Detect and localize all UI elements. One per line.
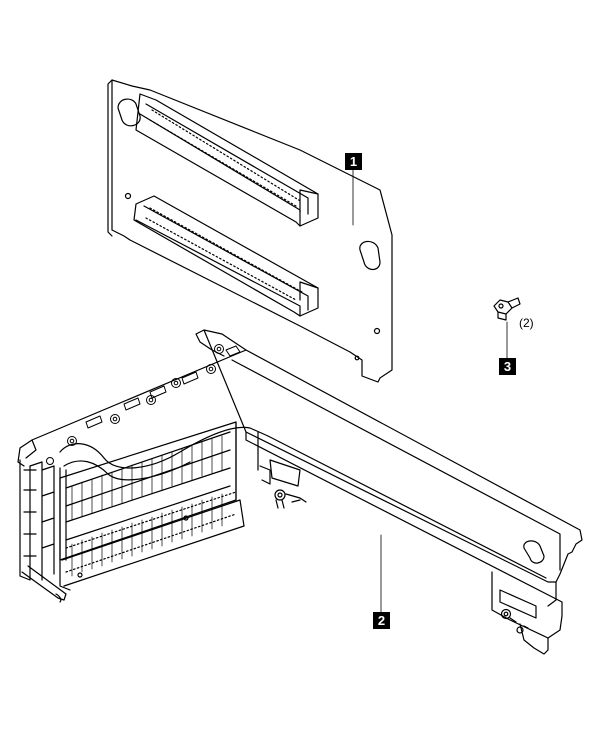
latch-left: [274, 489, 307, 509]
card-hole: [373, 327, 381, 335]
cage-right-bracket: [491, 571, 563, 655]
lower-pcie-slot: [133, 195, 319, 317]
slot-openings: [59, 421, 245, 591]
card-mounting-slot-top: [117, 98, 141, 127]
riser-cage: [17, 329, 583, 655]
flange-slots: [46, 344, 241, 465]
cage-keyhole-slot: [523, 540, 545, 564]
callout-2-label: 2: [373, 612, 390, 629]
screw: [493, 297, 521, 359]
card-hole: [124, 192, 132, 200]
riser-card: [107, 79, 393, 383]
callout-3-label: 3: [499, 358, 516, 375]
card-mounting-slot-right: [359, 240, 381, 271]
slot-bracket-rails: [19, 459, 67, 603]
upper-pcie-slot: [135, 93, 319, 227]
card-hole: [354, 355, 360, 361]
screw-quantity-label: (2): [519, 316, 534, 330]
callout-1-label: 1: [345, 153, 362, 170]
